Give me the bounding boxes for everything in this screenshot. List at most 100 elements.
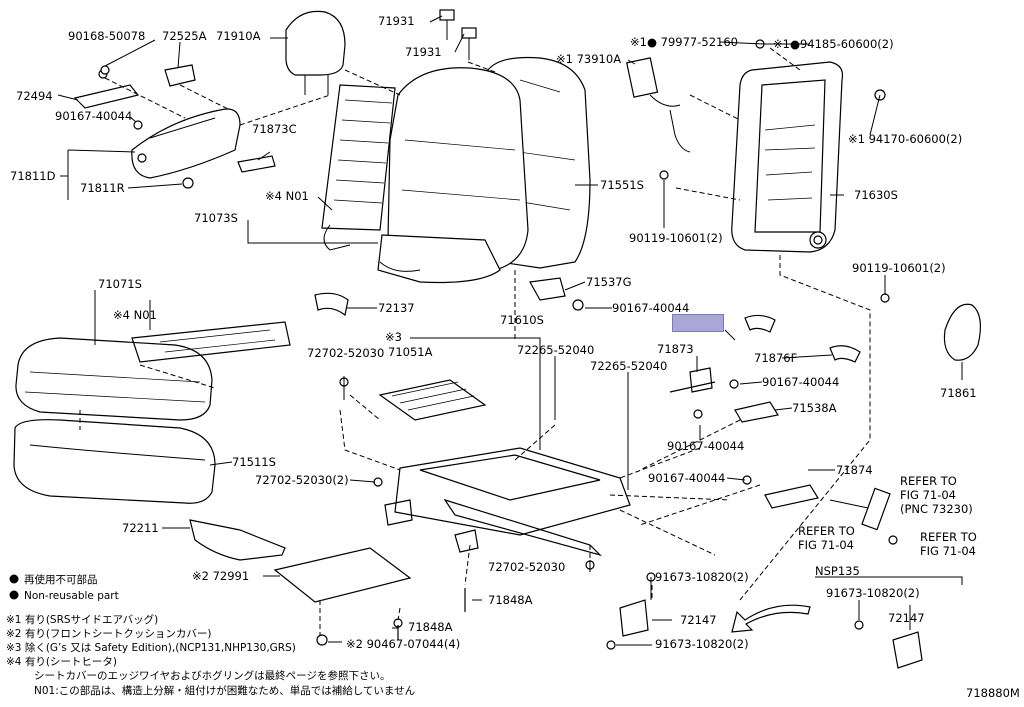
seatbelt-buckle-part xyxy=(829,487,891,531)
part-labels: 90168-50078 72525A 71910A 71931 71931 ※1… xyxy=(10,14,1020,700)
bracket-71873c-part xyxy=(237,155,276,173)
bracket-71873-part xyxy=(669,367,716,393)
label-71931-top: 71931 xyxy=(378,14,415,28)
label-90167-40044-upper: 90167-40044 xyxy=(55,109,132,123)
label-90119-10601-left: 90119-10601(2) xyxy=(629,231,723,245)
label-72137: 72137 xyxy=(378,301,415,315)
label-71910a: 71910A xyxy=(216,29,261,43)
label-71811r: 71811R xyxy=(80,181,125,195)
label-72525a: 72525A xyxy=(162,29,207,43)
label-72702-52030-a: 72702-52030 xyxy=(307,346,384,360)
headrest-part xyxy=(285,10,346,95)
label-90119-10601-right: 90119-10601(2) xyxy=(852,261,946,275)
label-refer-3b: FIG 71-04 xyxy=(920,544,976,558)
label-72147-left: 72147 xyxy=(680,613,717,627)
label-71538a: 71538A xyxy=(792,401,837,415)
label-71811d: 71811D xyxy=(10,169,56,183)
trim-72137-part xyxy=(314,292,349,317)
label-71071s: 71071S xyxy=(98,277,142,291)
label-71073s: 71073S xyxy=(194,211,238,225)
label-71876f: 71876F xyxy=(754,351,797,365)
label-72147-right: 72147 xyxy=(888,611,925,625)
knob-71861-part xyxy=(943,303,982,361)
seat-adjuster-part xyxy=(384,447,631,557)
note-2: ※2 有り(フロントシートクッションカバー) xyxy=(6,627,212,640)
label-72265-52040-a: 72265-52040 xyxy=(517,343,594,357)
label-refer-2b: FIG 71-04 xyxy=(798,538,854,552)
note-4: ※4 有り(シートヒータ) xyxy=(6,655,117,668)
label-71931-bottom: 71931 xyxy=(405,45,442,59)
direction-arrow xyxy=(731,604,811,633)
label-94185-60600: ※1●94185-60600(2) xyxy=(773,37,894,51)
label-71873: 71873 xyxy=(657,342,694,356)
figure-id: 718880M xyxy=(966,686,1020,700)
seatback-heater-part xyxy=(321,84,396,251)
label-n01-back: ※4 N01 xyxy=(265,189,309,203)
bracket-71538a-part xyxy=(734,401,779,423)
headrest-guide-part xyxy=(439,9,477,60)
label-72702-52030-c: 72702-52030 xyxy=(488,560,565,574)
plate-72991-part xyxy=(273,547,412,603)
label-91673-10820-b: 91673-10820(2) xyxy=(655,637,749,651)
label-91673-10820-a: 91673-10820(2) xyxy=(655,570,749,584)
label-71537g: 71537G xyxy=(586,275,632,289)
label-90168-50078: 90168-50078 xyxy=(68,29,145,43)
airbag-module-part xyxy=(626,57,691,153)
label-94170-60600: ※1 94170-60600(2) xyxy=(848,132,962,146)
label-refer-2a: REFER TO xyxy=(798,524,855,538)
label-90167-40044-right: 90167-40044 xyxy=(762,375,839,389)
bracket-71874-part xyxy=(764,484,819,509)
label-71861: 71861 xyxy=(940,386,977,400)
label-71610s: 71610S xyxy=(500,313,544,327)
seatback-frame-part xyxy=(731,61,844,253)
seatback-pad-part xyxy=(377,67,529,284)
nonreusable-dot-icon xyxy=(9,574,19,584)
label-71051a: 71051A xyxy=(388,345,433,359)
label-72494: 72494 xyxy=(16,89,53,103)
label-71848a-bottom: 71848A xyxy=(408,620,453,634)
label-71630s: 71630S xyxy=(854,188,898,202)
seat-cushion-pad-part xyxy=(13,419,216,504)
nonreusable-dot-icon-en xyxy=(9,590,19,600)
label-72991: ※2 72991 xyxy=(192,569,249,583)
label-refer-1c: (PNC 73230) xyxy=(900,502,973,516)
note-1: ※1 有り(SRSサイドエアバッグ) xyxy=(6,613,158,626)
note-5: シートカバーのエッジワイヤおよびホグリングは最終ページを参照下さい。 xyxy=(34,669,390,682)
label-nsp135: NSP135 xyxy=(815,564,860,578)
label-73910a: ※1 73910A xyxy=(556,52,621,66)
side-shield-part xyxy=(131,108,241,189)
legend-nonreusable-jp: 再使用不可部品 xyxy=(24,573,98,586)
label-71873c: 71873C xyxy=(252,122,297,136)
label-refer-1a: REFER TO xyxy=(900,474,957,488)
legend-nonreusable-en: Non-reusable part xyxy=(24,590,119,602)
label-90167-40044-lower: 90167-40044 xyxy=(667,439,744,453)
legend: 再使用不可部品 Non-reusable part xyxy=(9,573,119,602)
label-71551s: 71551S xyxy=(600,178,644,192)
label-refer-1b: FIG 71-04 xyxy=(900,488,956,502)
label-71848a: 71848A xyxy=(488,593,533,607)
assembly-dashed-lines xyxy=(79,47,871,635)
seat-cushion-cover-part xyxy=(15,337,213,421)
label-90167-40044-bottom: 90167-40044 xyxy=(648,471,725,485)
leader-lines xyxy=(57,15,963,646)
label-72211: 72211 xyxy=(122,521,159,535)
recliner-cover-part xyxy=(73,64,196,109)
label-refer-3a: REFER TO xyxy=(920,530,977,544)
label-note-3: ※3 xyxy=(385,330,402,344)
label-79977-52160: ※1● 79977-52160 xyxy=(630,35,738,49)
label-72265-52040-b: 72265-52040 xyxy=(590,359,667,373)
label-n01-cushion: ※4 N01 xyxy=(113,308,157,322)
bracket-71537g-part xyxy=(529,277,566,301)
bracket-72147-part xyxy=(619,599,923,669)
highlight-box xyxy=(672,314,724,332)
label-90167-40044-mid: 90167-40044 xyxy=(612,301,689,315)
label-71874: 71874 xyxy=(836,463,873,477)
wire-72211-part xyxy=(189,519,286,561)
label-91673-10820-c: 91673-10820(2) xyxy=(826,586,920,600)
label-90467-07044: ※2 90467-07044(4) xyxy=(346,637,460,651)
label-71511s: 71511S xyxy=(232,455,276,469)
clip-71876f-part xyxy=(744,314,861,363)
cushion-spring-part xyxy=(378,379,487,421)
note-3: ※3 除く(G’s 又は Safety Edition),(NCP131,NHP… xyxy=(6,641,296,654)
